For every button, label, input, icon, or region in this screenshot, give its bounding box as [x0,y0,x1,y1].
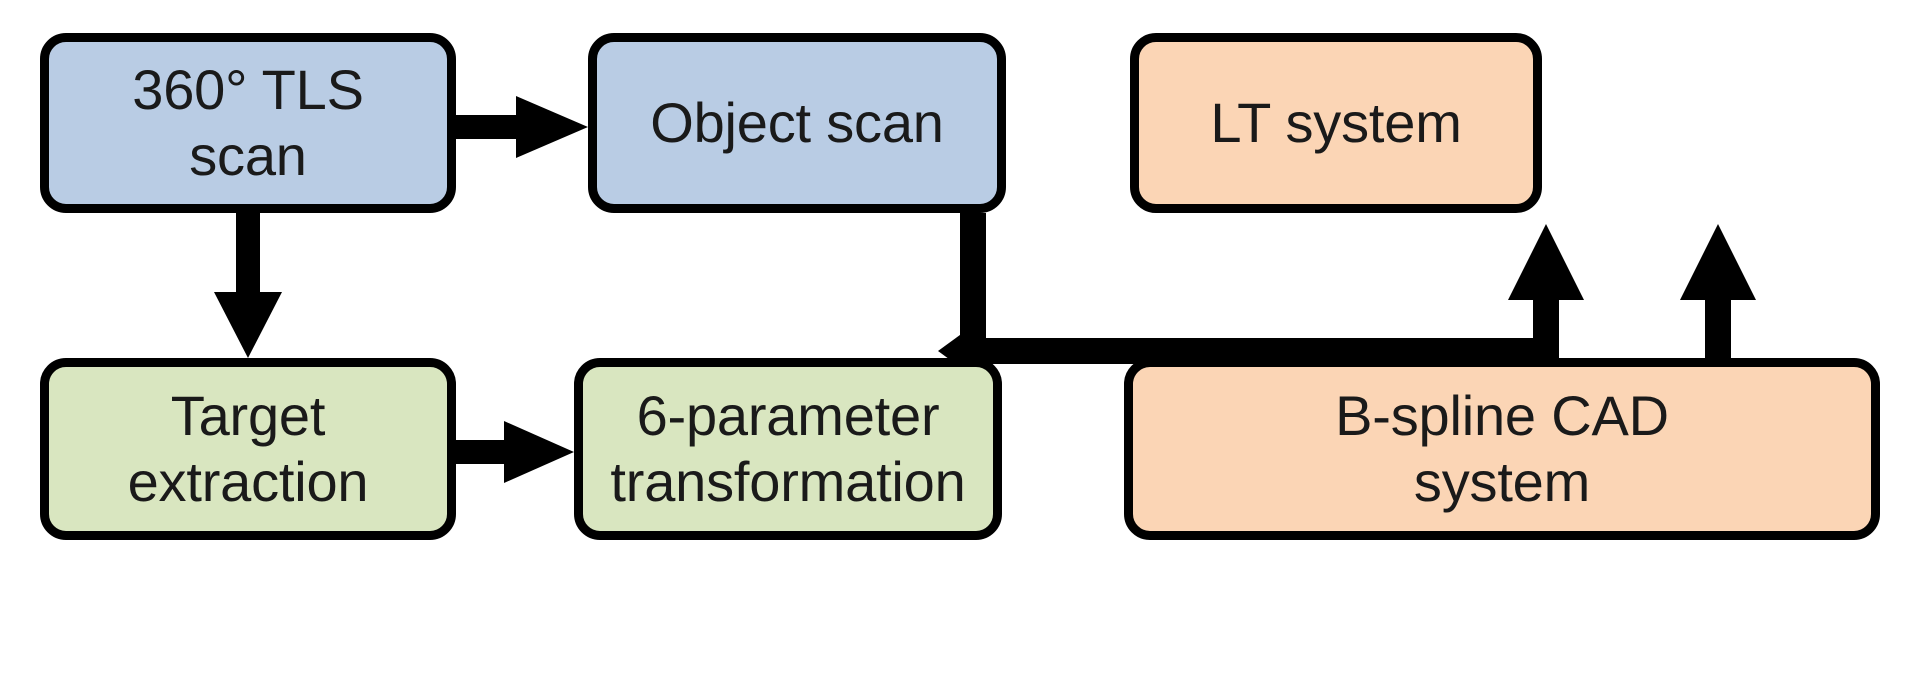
node-target-extraction-label: Target extraction [127,383,369,513]
node-bspline-cad-system[interactable]: B-spline CAD system [1124,358,1880,540]
node-tls-scan[interactable]: 360° TLS scan [40,33,456,213]
node-object-scan[interactable]: Object scan [588,33,1006,213]
node-tls-scan-label: 360° TLS scan [132,57,364,187]
node-object-scan-label: Object scan [650,90,944,154]
node-lt-system[interactable]: LT system [1130,33,1542,213]
edge-bspline-cad-to-lt-system [1680,224,1756,358]
edge-tls-to-object-scan [456,96,588,158]
node-bspline-cad-system-label: B-spline CAD system [1335,383,1669,513]
node-six-parameter-transformation[interactable]: 6-parameter transformation [574,358,1002,540]
edge-target-extraction-to-six-param [456,421,574,483]
edge-junction-to-lt-system [1508,224,1584,364]
node-target-extraction[interactable]: Target extraction [40,358,456,540]
node-lt-system-label: LT system [1210,90,1462,154]
edge-tls-to-target-extraction [214,213,282,358]
node-six-parameter-transformation-label: 6-parameter transformation [610,383,966,513]
